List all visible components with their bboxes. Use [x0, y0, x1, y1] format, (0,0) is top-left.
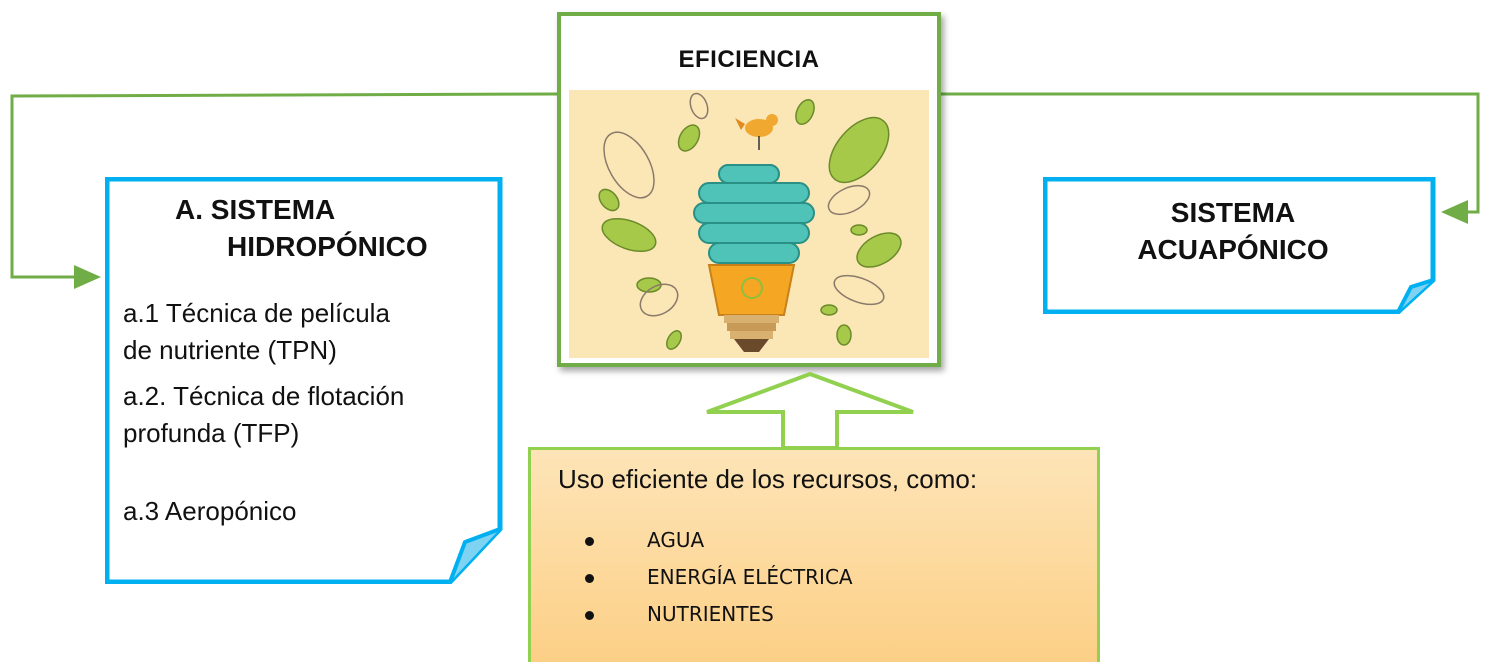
resources-list: AGUA ENERGÍA ELÉCTRICA NUTRIENTES	[585, 522, 853, 633]
item-line: a.3 Aeropónico	[123, 496, 297, 526]
efficiency-card: EFICIENCIA	[557, 12, 941, 367]
right-connector-line	[941, 92, 1480, 224]
list-item: NUTRIENTES	[585, 596, 853, 633]
hydroponic-title-line2: HIDROPÓNICO	[227, 231, 428, 262]
spiral-tube	[693, 164, 815, 264]
aquaponic-title-line2: ACUAPÓNICO	[1137, 234, 1329, 265]
efficiency-title: EFICIENCIA	[678, 46, 820, 73]
document-frame	[1043, 177, 1436, 314]
item-line: profunda (TFP)	[123, 418, 300, 448]
leaf-icon	[598, 92, 902, 350]
lightbulb-illustration	[569, 90, 929, 358]
hydroponic-title-line1: A. SISTEMA	[175, 194, 336, 225]
list-item: AGUA	[585, 522, 853, 559]
list-item: a.2. Técnica de flotación profunda (TFP)	[123, 378, 493, 452]
bird-icon	[735, 114, 778, 150]
aquaponic-title-line1: SISTEMA	[1170, 197, 1296, 228]
item-line: a.1 Técnica de película	[123, 298, 390, 328]
list-item: ENERGÍA ELÉCTRICA	[585, 559, 853, 596]
list-item: a.3 Aeropónico	[123, 493, 493, 530]
hydroponic-system-box: A. SISTEMA HIDROPÓNICO a.1 Técnica de pe…	[105, 177, 503, 584]
bulb-base	[707, 264, 796, 352]
left-connector-line	[10, 92, 558, 289]
item-line: de nutriente (TPN)	[123, 335, 337, 365]
up-arrow-icon	[706, 372, 914, 450]
item-line: a.2. Técnica de flotación	[123, 381, 405, 411]
aquaponic-system-box: SISTEMA ACUAPÓNICO	[1043, 177, 1436, 314]
lightbulb-icon	[598, 92, 902, 352]
list-item: a.1 Técnica de película de nutriente (TP…	[123, 295, 493, 369]
document-frame	[105, 177, 503, 584]
resources-lead: Uso eficiente de los recursos, como:	[558, 464, 978, 494]
resources-box: Uso eficiente de los recursos, como: AGU…	[528, 447, 1100, 662]
